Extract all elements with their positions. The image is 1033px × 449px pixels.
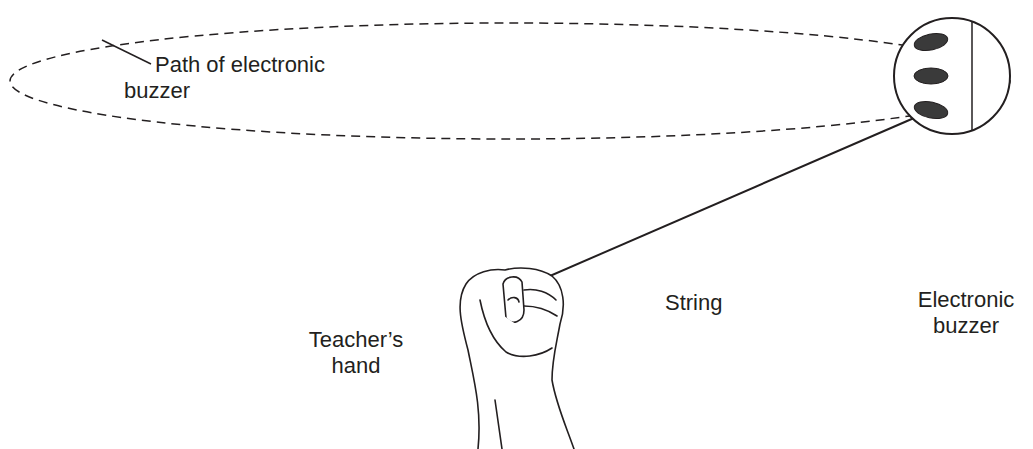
string	[513, 118, 914, 292]
label-text: Electronic buzzer	[906, 287, 1026, 339]
leader-line	[102, 40, 151, 64]
hand-label: Teacher’s hand	[290, 327, 422, 379]
path-label: Path of electronic buzzer	[124, 52, 329, 104]
label-text: String	[665, 290, 755, 316]
teachers-hand	[460, 268, 574, 449]
buzzer-path	[10, 23, 1010, 139]
string-label: String	[665, 290, 755, 316]
electronic-buzzer	[894, 18, 1010, 134]
buzzer-label: Electronic buzzer	[906, 287, 1026, 339]
label-text: Path of electronic buzzer	[124, 52, 329, 104]
label-text: Teacher’s hand	[290, 327, 422, 379]
